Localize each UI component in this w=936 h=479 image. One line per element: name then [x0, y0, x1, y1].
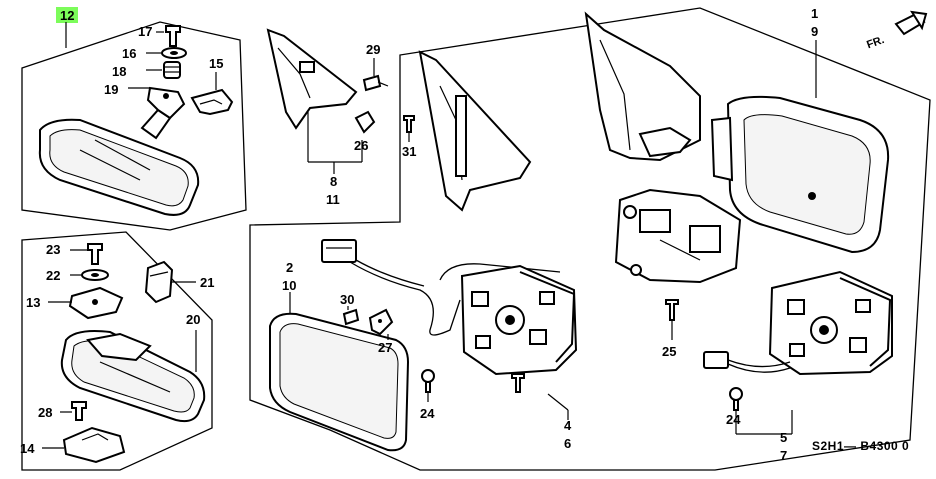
sensor-21 [144, 260, 174, 304]
screw-28 [71, 401, 87, 421]
screw-24a [421, 369, 435, 393]
screw-25 [665, 299, 679, 321]
actuator-4-6 [460, 264, 578, 376]
connector-5-7 [703, 351, 791, 373]
group-box-12 [21, 21, 247, 231]
part-label-27: 27 [378, 340, 392, 355]
part-label-16: 16 [122, 46, 136, 61]
washer-22 [81, 269, 109, 281]
connector-wire [321, 239, 561, 336]
part-label-18: 18 [112, 64, 126, 79]
washer-16 [161, 47, 187, 59]
diagram-code: S2H1— B4300 0 [812, 439, 909, 453]
part-label-13: 13 [26, 295, 40, 310]
part-label-4: 4 [564, 418, 572, 433]
mirror-glass-2-10 [269, 312, 410, 452]
part-label-9: 9 [811, 24, 818, 39]
mirror-bracket [614, 188, 742, 284]
clip-26 [354, 110, 376, 134]
garnish-8-11 [266, 28, 358, 130]
part-label-26: 26 [354, 138, 368, 153]
part-label-19: 19 [104, 82, 118, 97]
clip-15 [190, 88, 234, 116]
part-label-25: 25 [662, 344, 676, 359]
part-label-28: 28 [38, 405, 52, 420]
part-label-23: 23 [46, 242, 60, 257]
group-box-1-9 [249, 7, 931, 471]
rear-view-mirror-12 [38, 86, 200, 216]
part-label-14: 14 [20, 441, 35, 456]
rear-view-mirror-20 [60, 330, 206, 423]
part-label-12: 12 [60, 8, 74, 23]
part-label-24b: 24 [726, 412, 741, 427]
part-label-5: 5 [780, 430, 787, 445]
part-label-17: 17 [138, 24, 152, 39]
cover-14 [62, 426, 126, 464]
part-label-15: 15 [209, 56, 223, 71]
bolt-29 [362, 74, 389, 92]
mount-base-13 [68, 286, 124, 320]
part-12-highlight [56, 7, 78, 23]
screw-23 [87, 243, 103, 265]
part-label-20: 20 [186, 312, 200, 327]
part-label-2: 2 [286, 260, 293, 275]
actuator-5-7 [768, 270, 893, 376]
part-label-31: 31 [402, 144, 416, 159]
part-label-22: 22 [46, 268, 60, 283]
mirror-housing-1-9 [584, 11, 890, 254]
clip-27 [368, 308, 394, 336]
inner-garnish [418, 50, 532, 212]
bolt-30 [342, 308, 360, 326]
part-label-6: 6 [564, 436, 571, 451]
part-label-10: 10 [282, 278, 296, 293]
screw-24b [729, 387, 743, 411]
part-label-1: 1 [811, 6, 818, 21]
direction-label: FR. [865, 34, 886, 51]
screw-31 [403, 115, 415, 133]
group-box-20 [21, 231, 213, 471]
front-direction-arrow-icon: FR. [865, 10, 928, 51]
screw-4-lower [511, 373, 525, 393]
part-label-29: 29 [366, 42, 380, 57]
part-label-24a: 24 [420, 406, 435, 421]
part-label-8: 8 [330, 174, 337, 189]
spring-18 [163, 61, 181, 79]
part-label-21: 21 [200, 275, 214, 290]
part-label-7: 7 [780, 448, 787, 463]
part-label-30: 30 [340, 292, 354, 307]
part-label-11: 11 [326, 192, 340, 207]
screw-17 [165, 25, 181, 47]
